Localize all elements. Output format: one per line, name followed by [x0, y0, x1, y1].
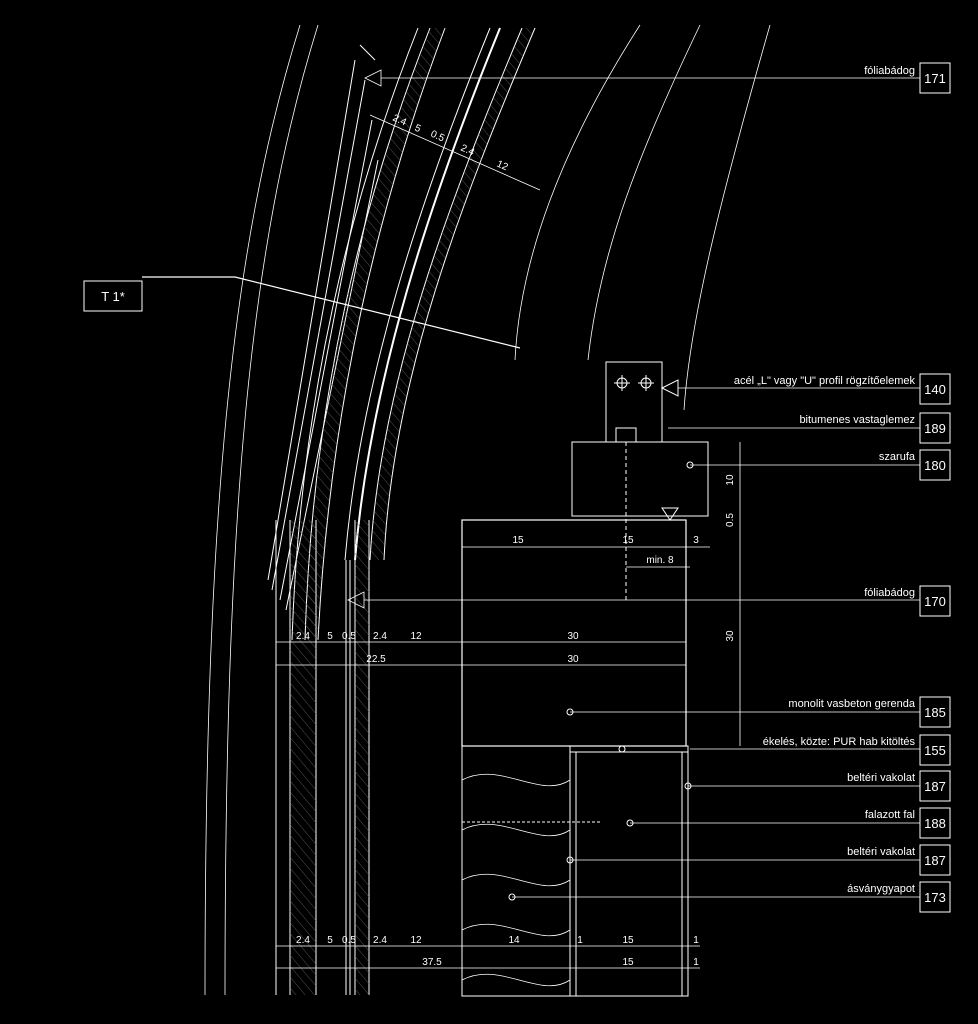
callout-180: szarufa 180 — [879, 449, 951, 481]
dim-text: 12 — [410, 631, 422, 642]
dim-text: 0.5 — [342, 935, 356, 946]
dim-text: 30 — [567, 654, 579, 665]
dim-text: 2.4 — [296, 631, 310, 642]
callout-number: 189 — [924, 421, 946, 436]
callout-number: 180 — [924, 458, 946, 473]
dim-upper-row: 2.4 5 0.5 2.4 12 — [391, 113, 510, 174]
callout-number: 140 — [924, 382, 946, 397]
dim-text: 30 — [725, 630, 736, 642]
curved-roof-lines — [204, 24, 771, 996]
section-tag-text: T 1* — [101, 289, 125, 304]
dim-text: 15 — [622, 935, 634, 946]
dim-bottom-row2: 37.5 15 1 — [422, 957, 699, 968]
dim-text: 2.4 — [459, 143, 477, 159]
callout-171: fóliabádog 171 — [864, 62, 951, 94]
callout-170: fóliabádog 170 — [864, 585, 951, 617]
dim-text: 5 — [327, 935, 333, 946]
dim-text: 5 — [413, 123, 423, 135]
dim-mid-row2: 22.5 30 — [366, 654, 579, 665]
callout-140: acél „L" vagy "U" profil rögzítőelemek 1… — [734, 373, 951, 405]
dim-text: 10 — [725, 474, 736, 486]
dim-text: 37.5 — [422, 957, 442, 968]
dim-text: min. 8 — [646, 555, 674, 566]
dim-text: 12 — [410, 935, 422, 946]
dim-text: 14 — [508, 935, 520, 946]
dim-text: 12 — [495, 159, 510, 174]
callout-markers — [347, 69, 920, 898]
dim-text: 30 — [567, 631, 579, 642]
dim-text: 15 — [512, 535, 524, 546]
callout-187-a: beltéri vakolat 187 — [847, 770, 951, 802]
dim-bottom-row1: 2.4 5 0.5 2.4 12 14 1 15 1 — [296, 935, 699, 946]
wedging-strip — [569, 745, 689, 753]
dimension-lines — [276, 114, 741, 969]
callout-list: fóliabádog 171 acél „L" vagy "U" profil … — [734, 62, 951, 913]
dim-text: 2.4 — [391, 113, 409, 129]
dim-text: 22.5 — [366, 654, 386, 665]
callout-label: falazott fal — [865, 809, 915, 821]
callout-label: ékelés, közte: PUR hab kitöltés — [763, 736, 916, 748]
dim-beam-top: 15 15 3 min. 8 — [512, 535, 699, 566]
callout-label: beltéri vakolat — [847, 846, 915, 858]
callout-label: bitumenes vastaglemez — [799, 414, 915, 426]
callout-number: 155 — [924, 743, 946, 758]
insulation — [461, 745, 600, 997]
callout-number: 187 — [924, 779, 946, 794]
callout-label: beltéri vakolat — [847, 772, 915, 784]
callout-number: 173 — [924, 890, 946, 905]
dim-text: 1 — [693, 957, 699, 968]
callout-number: 171 — [924, 71, 946, 86]
callout-185: monolit vasbeton gerenda 185 — [788, 696, 951, 728]
roof-hatch — [305, 28, 535, 640]
callout-189: bitumenes vastaglemez 189 — [799, 412, 951, 444]
dim-vertical: 10 0.5 30 — [725, 474, 736, 642]
dim-text: 15 — [622, 535, 634, 546]
dim-text: 5 — [327, 631, 333, 642]
dim-mid-row1: 2.4 5 0.5 2.4 12 30 — [296, 631, 579, 642]
callout-188: falazott fal 188 — [865, 807, 951, 839]
dim-text: 0.5 — [725, 513, 736, 527]
dim-text: 1 — [577, 935, 583, 946]
callout-label: szarufa — [879, 451, 916, 463]
callout-label: monolit vasbeton gerenda — [788, 698, 915, 710]
dim-text: 15 — [622, 957, 634, 968]
callout-187-b: beltéri vakolat 187 — [847, 844, 951, 876]
callout-number: 187 — [924, 853, 946, 868]
dim-text: 2.4 — [373, 631, 387, 642]
dim-text: 0.5 — [342, 631, 356, 642]
section-tag: T 1* — [83, 276, 521, 349]
callout-label: ásványgyapot — [847, 883, 915, 895]
callout-number: 185 — [924, 705, 946, 720]
callout-155: ékelés, közte: PUR hab kitöltés 155 — [763, 734, 951, 766]
dim-text: 1 — [693, 935, 699, 946]
callout-label: acél „L" vagy "U" profil rögzítőelemek — [734, 375, 916, 387]
dim-text: 0.5 — [429, 129, 447, 145]
dim-text: 2.4 — [373, 935, 387, 946]
dim-text: 3 — [693, 535, 699, 546]
rafter — [571, 427, 709, 600]
dim-text: 2.4 — [296, 935, 310, 946]
callout-label: fóliabádog — [864, 587, 915, 599]
callout-number: 188 — [924, 816, 946, 831]
callout-173: ásványgyapot 173 — [847, 881, 951, 913]
callout-number: 170 — [924, 594, 946, 609]
steel-bracket — [605, 361, 679, 443]
callout-label: fóliabádog — [864, 65, 915, 77]
